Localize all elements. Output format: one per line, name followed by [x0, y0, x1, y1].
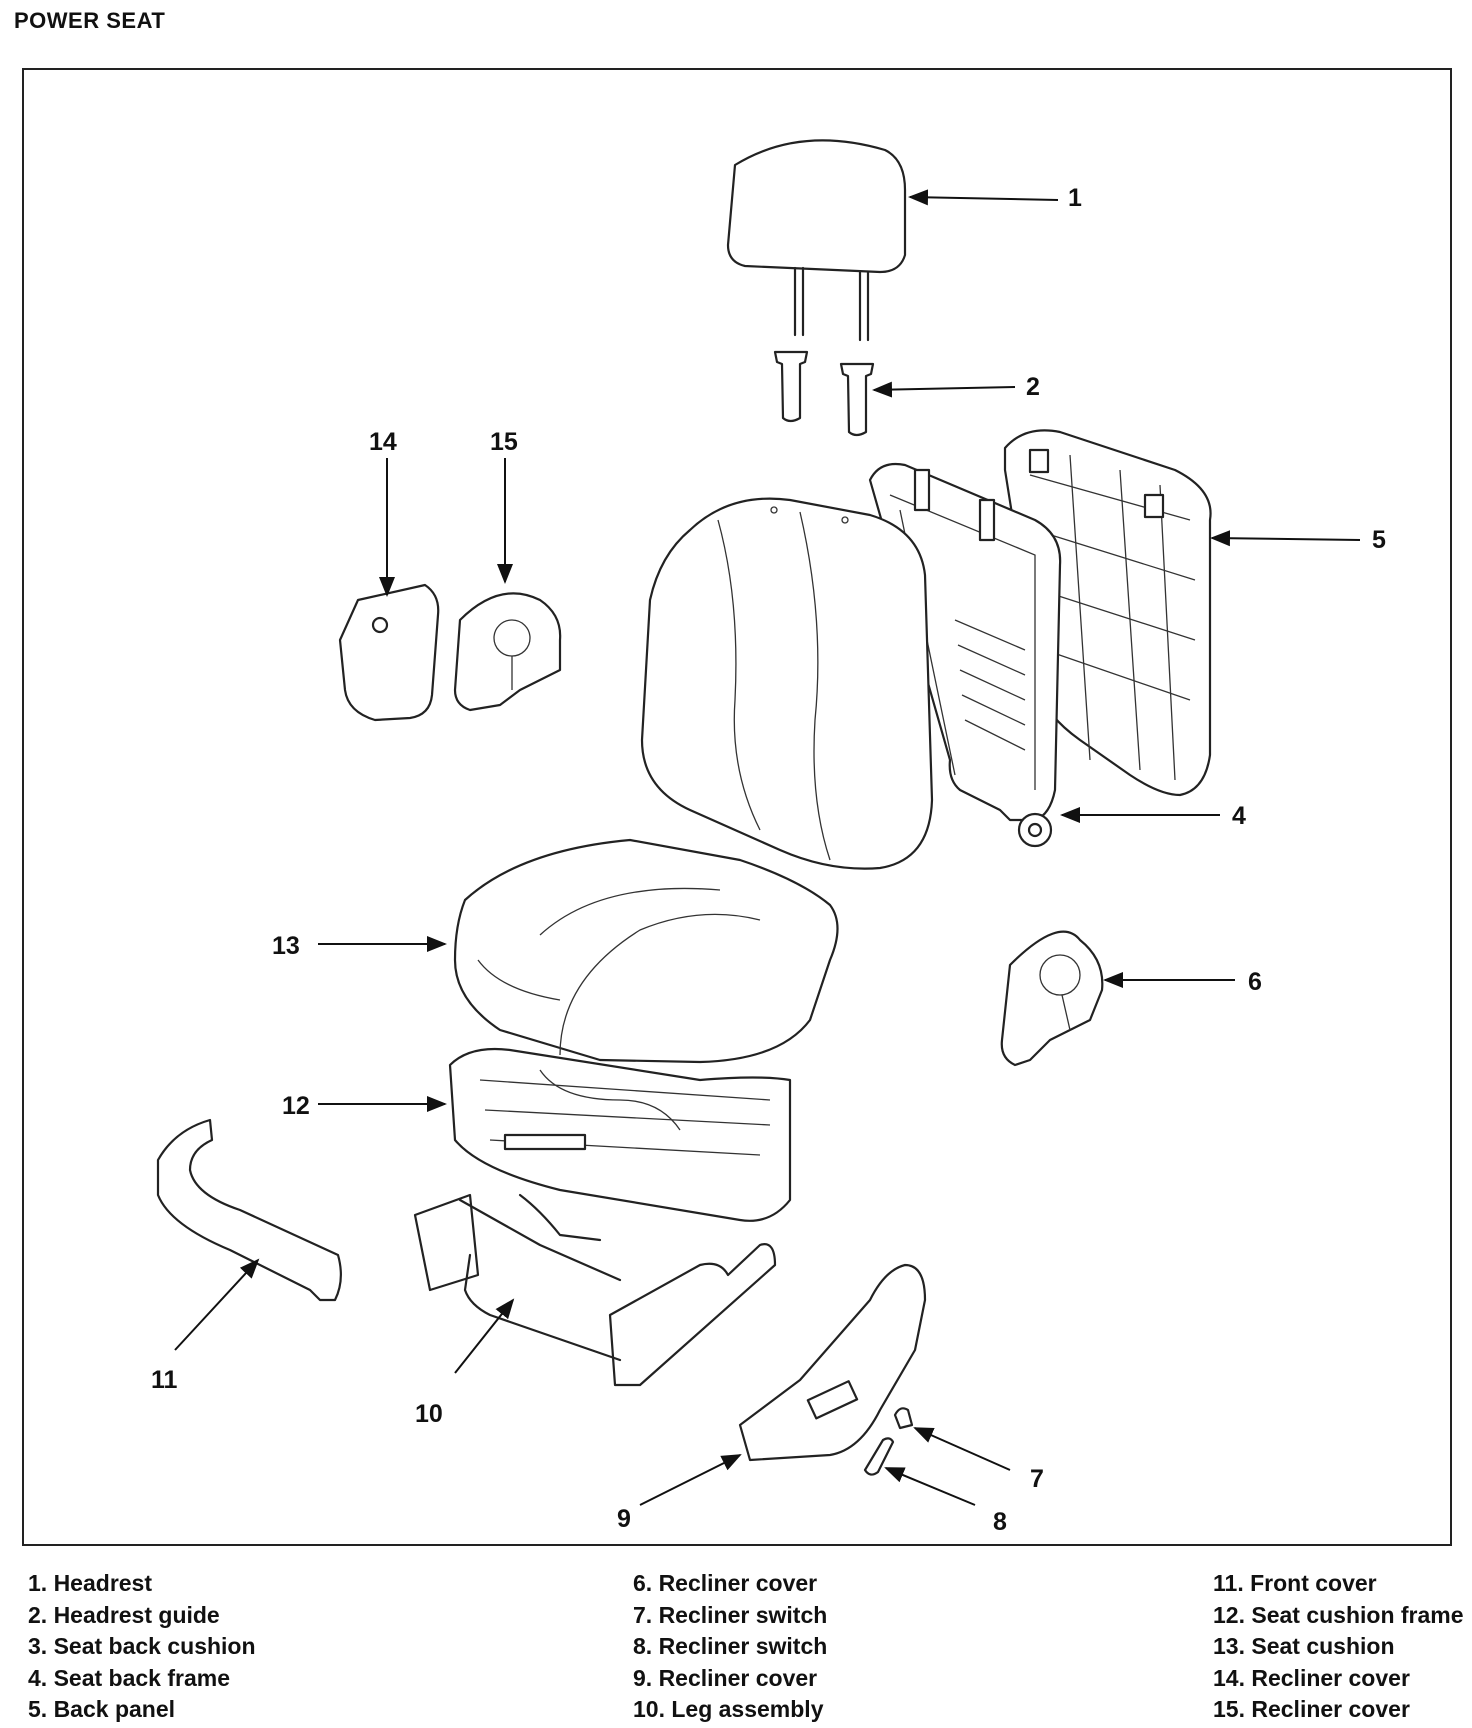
- legend-item: 3. Seat back cushion: [28, 1633, 256, 1659]
- seat-cushion-frame-part: [448, 1047, 792, 1222]
- legend-item: 8. Recliner switch: [633, 1633, 828, 1659]
- legend-item: 14. Recliner cover: [1213, 1664, 1410, 1691]
- legend-item: 11. Front cover: [1213, 1570, 1377, 1596]
- legend-item: 12. Seat cushion frame: [1213, 1601, 1464, 1628]
- callout-12: 12: [282, 1092, 310, 1120]
- leader-arrows: [174, 189, 1361, 1506]
- page-title: POWER SEAT: [14, 8, 166, 33]
- recliner-cover-9-part: [738, 1263, 927, 1462]
- legend-column-2: 6. Recliner cover 7. Recliner switch 8. …: [633, 1568, 827, 1726]
- legend-item: 15. Recliner cover: [1213, 1696, 1410, 1722]
- callout-9: 9: [617, 1505, 631, 1533]
- diagram-frame: [22, 68, 1452, 1546]
- legend-item: 9. Recliner cover: [633, 1664, 818, 1691]
- front-cover-part: [156, 1118, 342, 1302]
- legend-column-3: 11. Front cover 12. Seat cushion frame 1…: [1213, 1568, 1464, 1726]
- recliner-cover-6-part: [1000, 930, 1104, 1067]
- recliner-switch-8-part: [863, 1437, 895, 1476]
- legend-item: 5. Back panel: [28, 1696, 176, 1722]
- callout-5: 5: [1372, 526, 1386, 554]
- callout-10: 10: [415, 1400, 443, 1428]
- legend-item: 1. Headrest: [28, 1570, 153, 1596]
- callout-11: 11: [151, 1366, 178, 1394]
- callout-15: 15: [490, 428, 518, 456]
- legend-item: 10. Leg assembly: [633, 1696, 824, 1722]
- headrest-part: [726, 139, 907, 342]
- callout-1: 1: [1068, 184, 1082, 212]
- legend-item: 4. Seat back frame: [28, 1664, 231, 1691]
- headrest-guide-part: [773, 350, 875, 437]
- callout-4: 4: [1232, 802, 1246, 830]
- legend-item: 7. Recliner switch: [633, 1601, 828, 1628]
- legend-item: 2. Headrest guide: [28, 1601, 220, 1628]
- seat-back-cushion-part: [640, 497, 934, 870]
- recliner-cover-15-part: [453, 592, 562, 712]
- callout-2: 2: [1026, 373, 1040, 401]
- leg-assembly-part: [413, 1193, 777, 1387]
- recliner-cover-14-part: [338, 583, 440, 722]
- legend-column-1: 1. Headrest 2. Headrest guide 3. Seat ba…: [28, 1568, 256, 1726]
- callout-14: 14: [369, 428, 397, 456]
- callout-6: 6: [1248, 968, 1262, 996]
- legend-item: 13. Seat cushion: [1213, 1633, 1395, 1659]
- callout-7: 7: [1030, 1465, 1044, 1493]
- recliner-switch-7-part: [893, 1407, 914, 1430]
- legend-item: 6. Recliner cover: [633, 1570, 818, 1596]
- seat-cushion-part: [453, 838, 839, 1064]
- callout-8: 8: [993, 1508, 1007, 1536]
- callout-13: 13: [272, 932, 300, 960]
